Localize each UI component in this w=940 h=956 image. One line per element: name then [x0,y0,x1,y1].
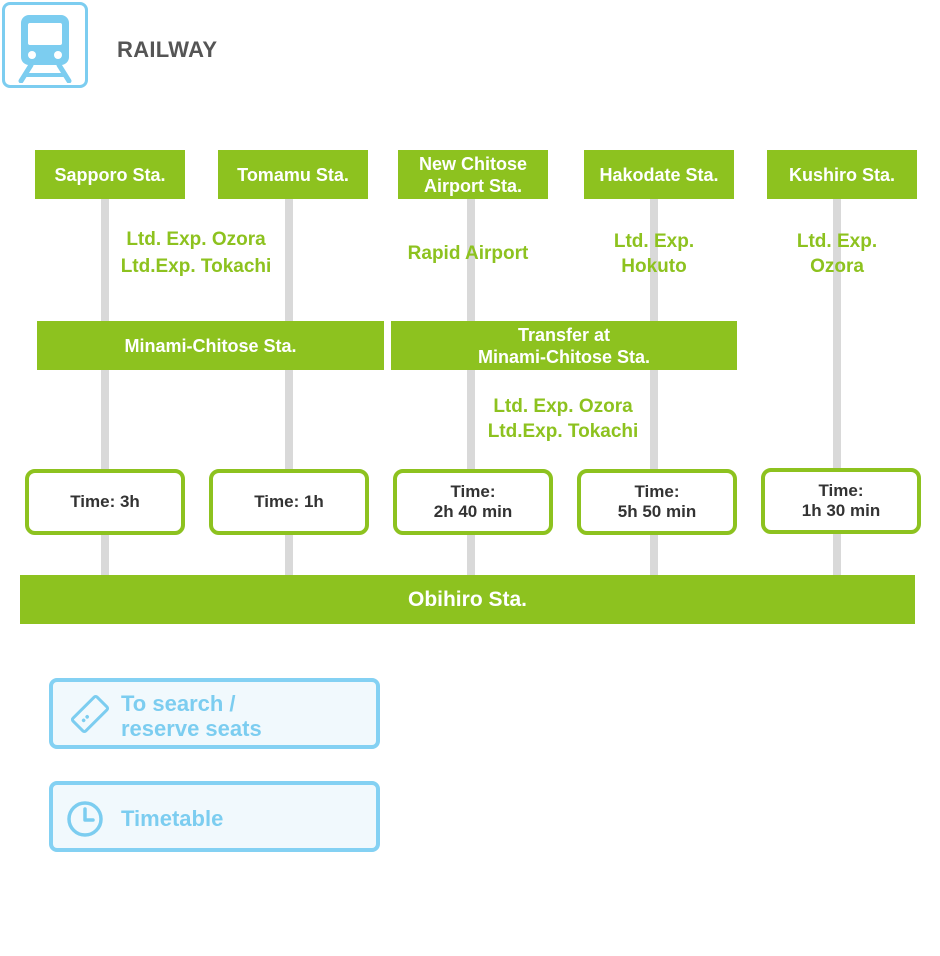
station-tomamu: Tomamu Sta. [218,150,368,199]
train-icon-box [2,2,88,88]
timetable-button[interactable]: Timetable [49,781,380,852]
route-line-new-chitose [467,196,475,576]
route-label-new-chitose: Rapid Airport [407,243,529,264]
search-reserve-seats-label: To search / reserve seats [121,691,262,741]
page-title: RAILWAY [117,37,218,62]
route-line-tomamu [285,196,293,576]
station-hakodate: Hakodate Sta. [584,150,734,199]
junction-transfer-minami-chitose: Transfer at Minami-Chitose Sta. [391,321,737,370]
route-line-kushiro [833,196,841,576]
search-reserve-seats-button[interactable]: To search / reserve seats [49,678,380,749]
ticket-icon [70,694,110,734]
route-label-sapporo-tomamu: Ltd. Exp. Ozora Ltd.Exp. Tokachi [120,229,272,277]
route-label-hakodate: Ltd. Exp. Hokuto [613,231,695,277]
time-box-hakodate: Time: 5h 50 min [577,469,737,535]
junction-minami-chitose: Minami-Chitose Sta. [37,321,384,370]
timetable-label: Timetable [121,806,224,831]
time-box-new-chitose: Time: 2h 40 min [393,469,553,535]
route-label-kushiro: Ltd. Exp. Ozora [796,231,878,277]
station-kushiro: Kushiro Sta. [767,150,917,199]
route-label-transfer-onward: Ltd. Exp. Ozora Ltd.Exp. Tokachi [487,396,639,442]
train-icon [18,15,72,83]
station-sapporo: Sapporo Sta. [35,150,185,199]
route-line-hakodate [650,196,658,576]
time-box-kushiro: Time: 1h 30 min [761,468,921,534]
time-box-sapporo: Time: 3h [25,469,185,535]
time-box-tomamu: Time: 1h [209,469,369,535]
route-line-sapporo [101,196,109,576]
destination-obihiro: Obihiro Sta. [20,575,915,624]
clock-icon [67,801,103,837]
station-new-chitose-airport: New Chitose Airport Sta. [398,150,548,199]
